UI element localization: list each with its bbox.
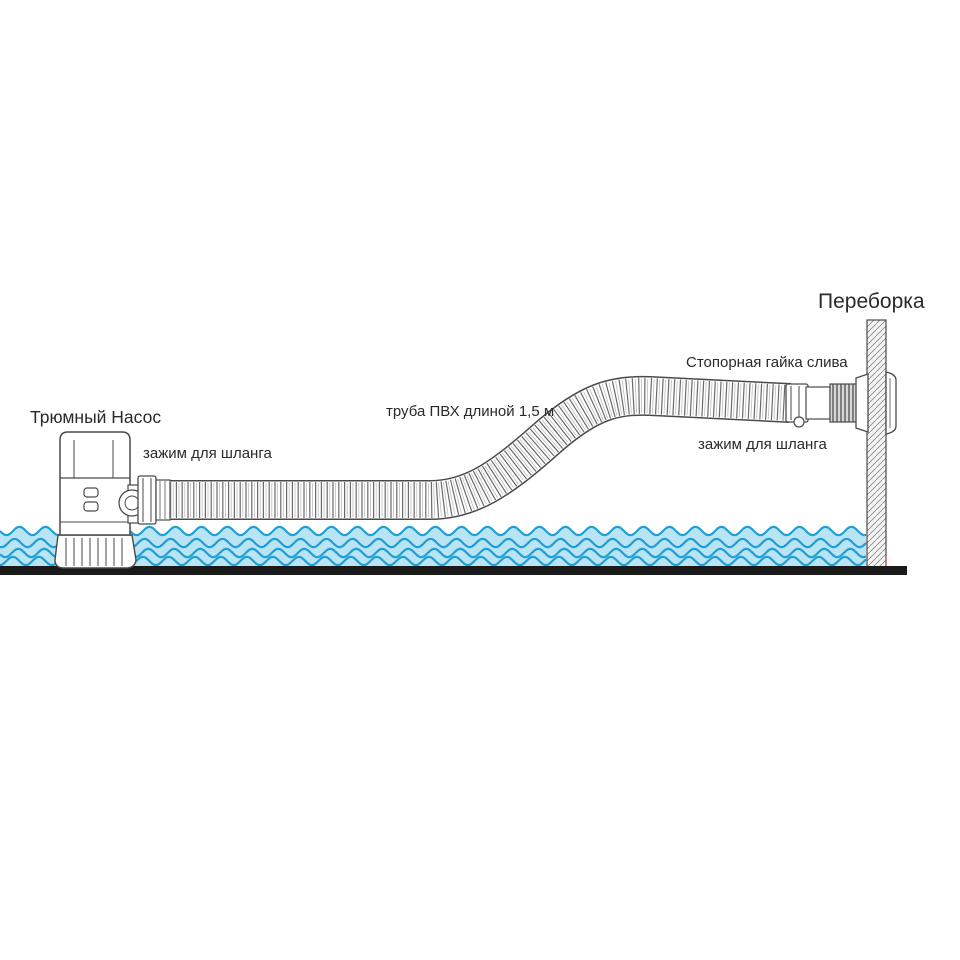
drain-locknut xyxy=(855,373,869,433)
pump-indicator xyxy=(83,487,99,498)
bulkhead-wall xyxy=(866,319,887,570)
label-bilge-pump: Трюмный Насос xyxy=(30,407,162,427)
bilge-pump xyxy=(54,431,146,569)
label-bulkhead: Переборка xyxy=(818,290,925,313)
pump-body xyxy=(59,431,131,536)
drain-flange xyxy=(885,371,897,435)
hose-clamp-right xyxy=(785,383,809,428)
water-wave-line xyxy=(0,525,867,537)
drain-fitting xyxy=(805,371,897,435)
pump-indicator xyxy=(83,501,99,512)
label-hose-clamp-right: зажим для шланга xyxy=(698,436,827,453)
hose-clamp-left xyxy=(137,475,171,525)
label-pvc-hose: труба ПВХ длиной 1,5 м xyxy=(386,403,555,420)
drain-thread xyxy=(829,383,859,423)
water xyxy=(0,525,867,567)
water-wave-line xyxy=(0,547,867,559)
label-drain-locknut: Стопорная гайка слива xyxy=(686,354,848,371)
water-wave-line xyxy=(0,555,867,567)
label-hose-clamp-left: зажим для шланга xyxy=(143,445,272,462)
pump-strainer-base xyxy=(54,534,137,569)
floor-line xyxy=(0,566,907,575)
water-wave-line xyxy=(0,537,867,549)
pvc-hose xyxy=(170,375,791,520)
